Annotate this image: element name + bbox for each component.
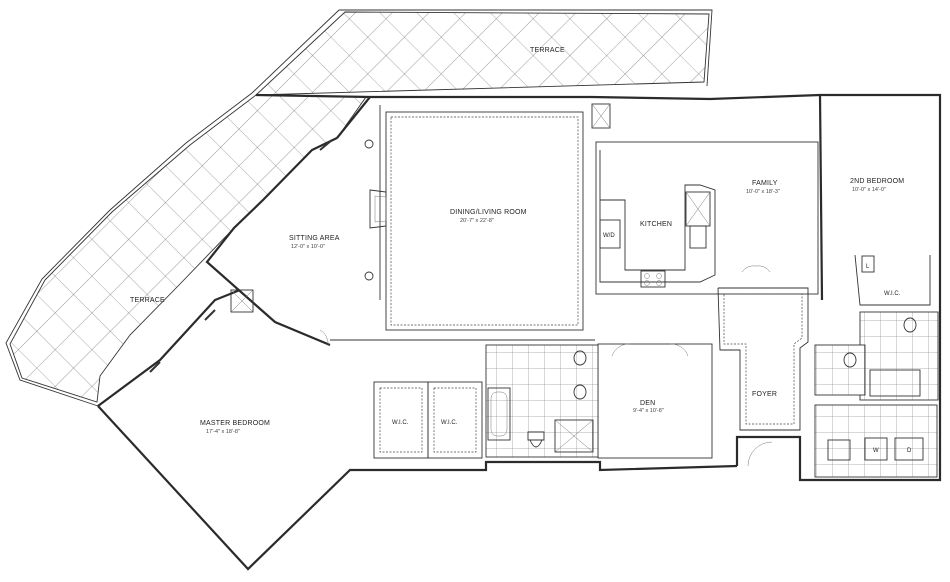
fireplace-icon xyxy=(369,189,387,229)
terrace-left-label: TERRACE xyxy=(130,297,165,304)
den-label: DEN xyxy=(640,400,655,407)
sink-icon-4 xyxy=(843,352,857,368)
wic-small-label: W.I.C. xyxy=(884,291,901,297)
bathtub-icon-2 xyxy=(869,369,921,397)
shower-icon xyxy=(554,419,594,453)
master-bath xyxy=(485,344,599,458)
master-label: MASTER BEDROOM xyxy=(200,420,270,427)
sink-icon xyxy=(573,350,587,366)
family-dim: 10'-0" x 18'-3" xyxy=(746,189,780,195)
linen-label: L xyxy=(866,264,870,270)
wic1-label: W.I.C. xyxy=(392,420,409,426)
wic-small xyxy=(854,254,931,306)
master-closets xyxy=(373,381,483,459)
duct-icon xyxy=(591,103,611,129)
duct-icon-2 xyxy=(230,289,254,313)
sink-icon-3 xyxy=(903,317,917,333)
laundry-sink-icon xyxy=(827,439,851,461)
bedroom2-label: 2ND BEDROOM xyxy=(850,178,904,185)
sink-icon-2 xyxy=(573,384,587,400)
linen-closet xyxy=(861,255,875,273)
terrace-top-label: TERRACE xyxy=(530,47,565,54)
family-label: FAMILY xyxy=(752,180,778,187)
dryer-label: D xyxy=(907,448,912,454)
dining-dim: 20'-7" x 22'-8" xyxy=(460,218,494,224)
washer-icon xyxy=(864,437,888,461)
family-wall xyxy=(818,94,824,301)
bedroom2-dim: 10'-0" x 14'-0" xyxy=(852,187,886,193)
terrace-top xyxy=(254,9,713,96)
foyer-area xyxy=(717,287,809,431)
wd-label: W/D xyxy=(603,233,615,239)
door-swings xyxy=(319,265,773,467)
dining-label: DINING/LIVING ROOM xyxy=(450,209,527,216)
kitchen-label: KITCHEN xyxy=(640,221,672,228)
wic2-label: W.I.C. xyxy=(441,420,458,426)
second-bath xyxy=(859,311,939,401)
dryer-icon xyxy=(894,437,924,461)
washer-label: W xyxy=(873,448,879,454)
kitchen-area xyxy=(595,141,819,295)
foyer-label: FOYER xyxy=(752,391,777,398)
bathtub-icon xyxy=(487,387,511,441)
powder-room xyxy=(814,344,866,396)
toilet-icon xyxy=(527,431,545,448)
sitting-dim: 12'-0" x 10'-0" xyxy=(291,244,325,250)
column-icon xyxy=(364,139,374,149)
column-icon-2 xyxy=(364,271,374,281)
master-dim: 17'-4" x 18'-8" xyxy=(206,429,240,435)
sitting-label: SITTING AREA xyxy=(289,235,340,242)
window-marks xyxy=(149,139,333,373)
laundry-room xyxy=(814,404,938,478)
den-dim: 9'-4" x 10'-8" xyxy=(633,408,664,414)
